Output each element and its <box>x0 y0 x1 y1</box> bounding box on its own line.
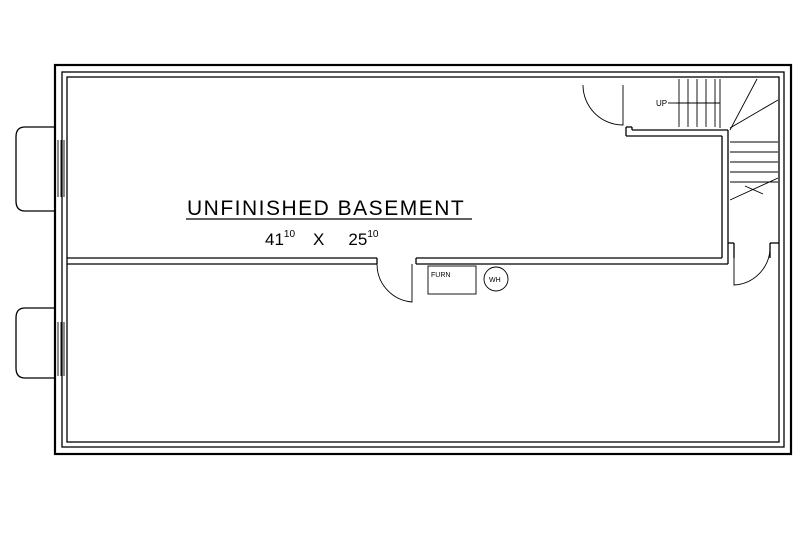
window-well-upper <box>15 126 55 212</box>
dim-width-feet: 41 <box>265 230 284 249</box>
furnace-label: FURN <box>431 272 450 279</box>
foundation-walls <box>53 63 793 456</box>
door-stair-bottom <box>733 249 771 286</box>
door-stair-top <box>582 84 624 126</box>
window-wells <box>15 126 65 379</box>
dim-depth-inches: 10 <box>367 229 379 240</box>
partition-wall <box>67 126 779 265</box>
window-upper <box>57 140 65 197</box>
room-name: UNFINISHED BASEMENT <box>187 197 465 220</box>
exterior-wall-outer <box>53 63 793 456</box>
furnace <box>427 265 477 295</box>
exterior-wall-inner <box>66 76 780 443</box>
dim-width-inches: 10 <box>284 229 296 240</box>
water-heater <box>483 266 509 292</box>
door-center <box>376 263 413 303</box>
window-well-lower <box>15 307 55 379</box>
window-lower <box>57 322 65 376</box>
doors <box>376 84 771 303</box>
exterior-wall-mid <box>61 71 785 448</box>
dim-depth-feet: 25 <box>348 230 367 249</box>
mechanical: FURN WH <box>427 265 509 295</box>
stairs <box>676 78 779 201</box>
dim-separator: X <box>313 230 324 249</box>
water-heater-label: WH <box>489 277 501 284</box>
stair-up-label: UP <box>656 99 667 108</box>
